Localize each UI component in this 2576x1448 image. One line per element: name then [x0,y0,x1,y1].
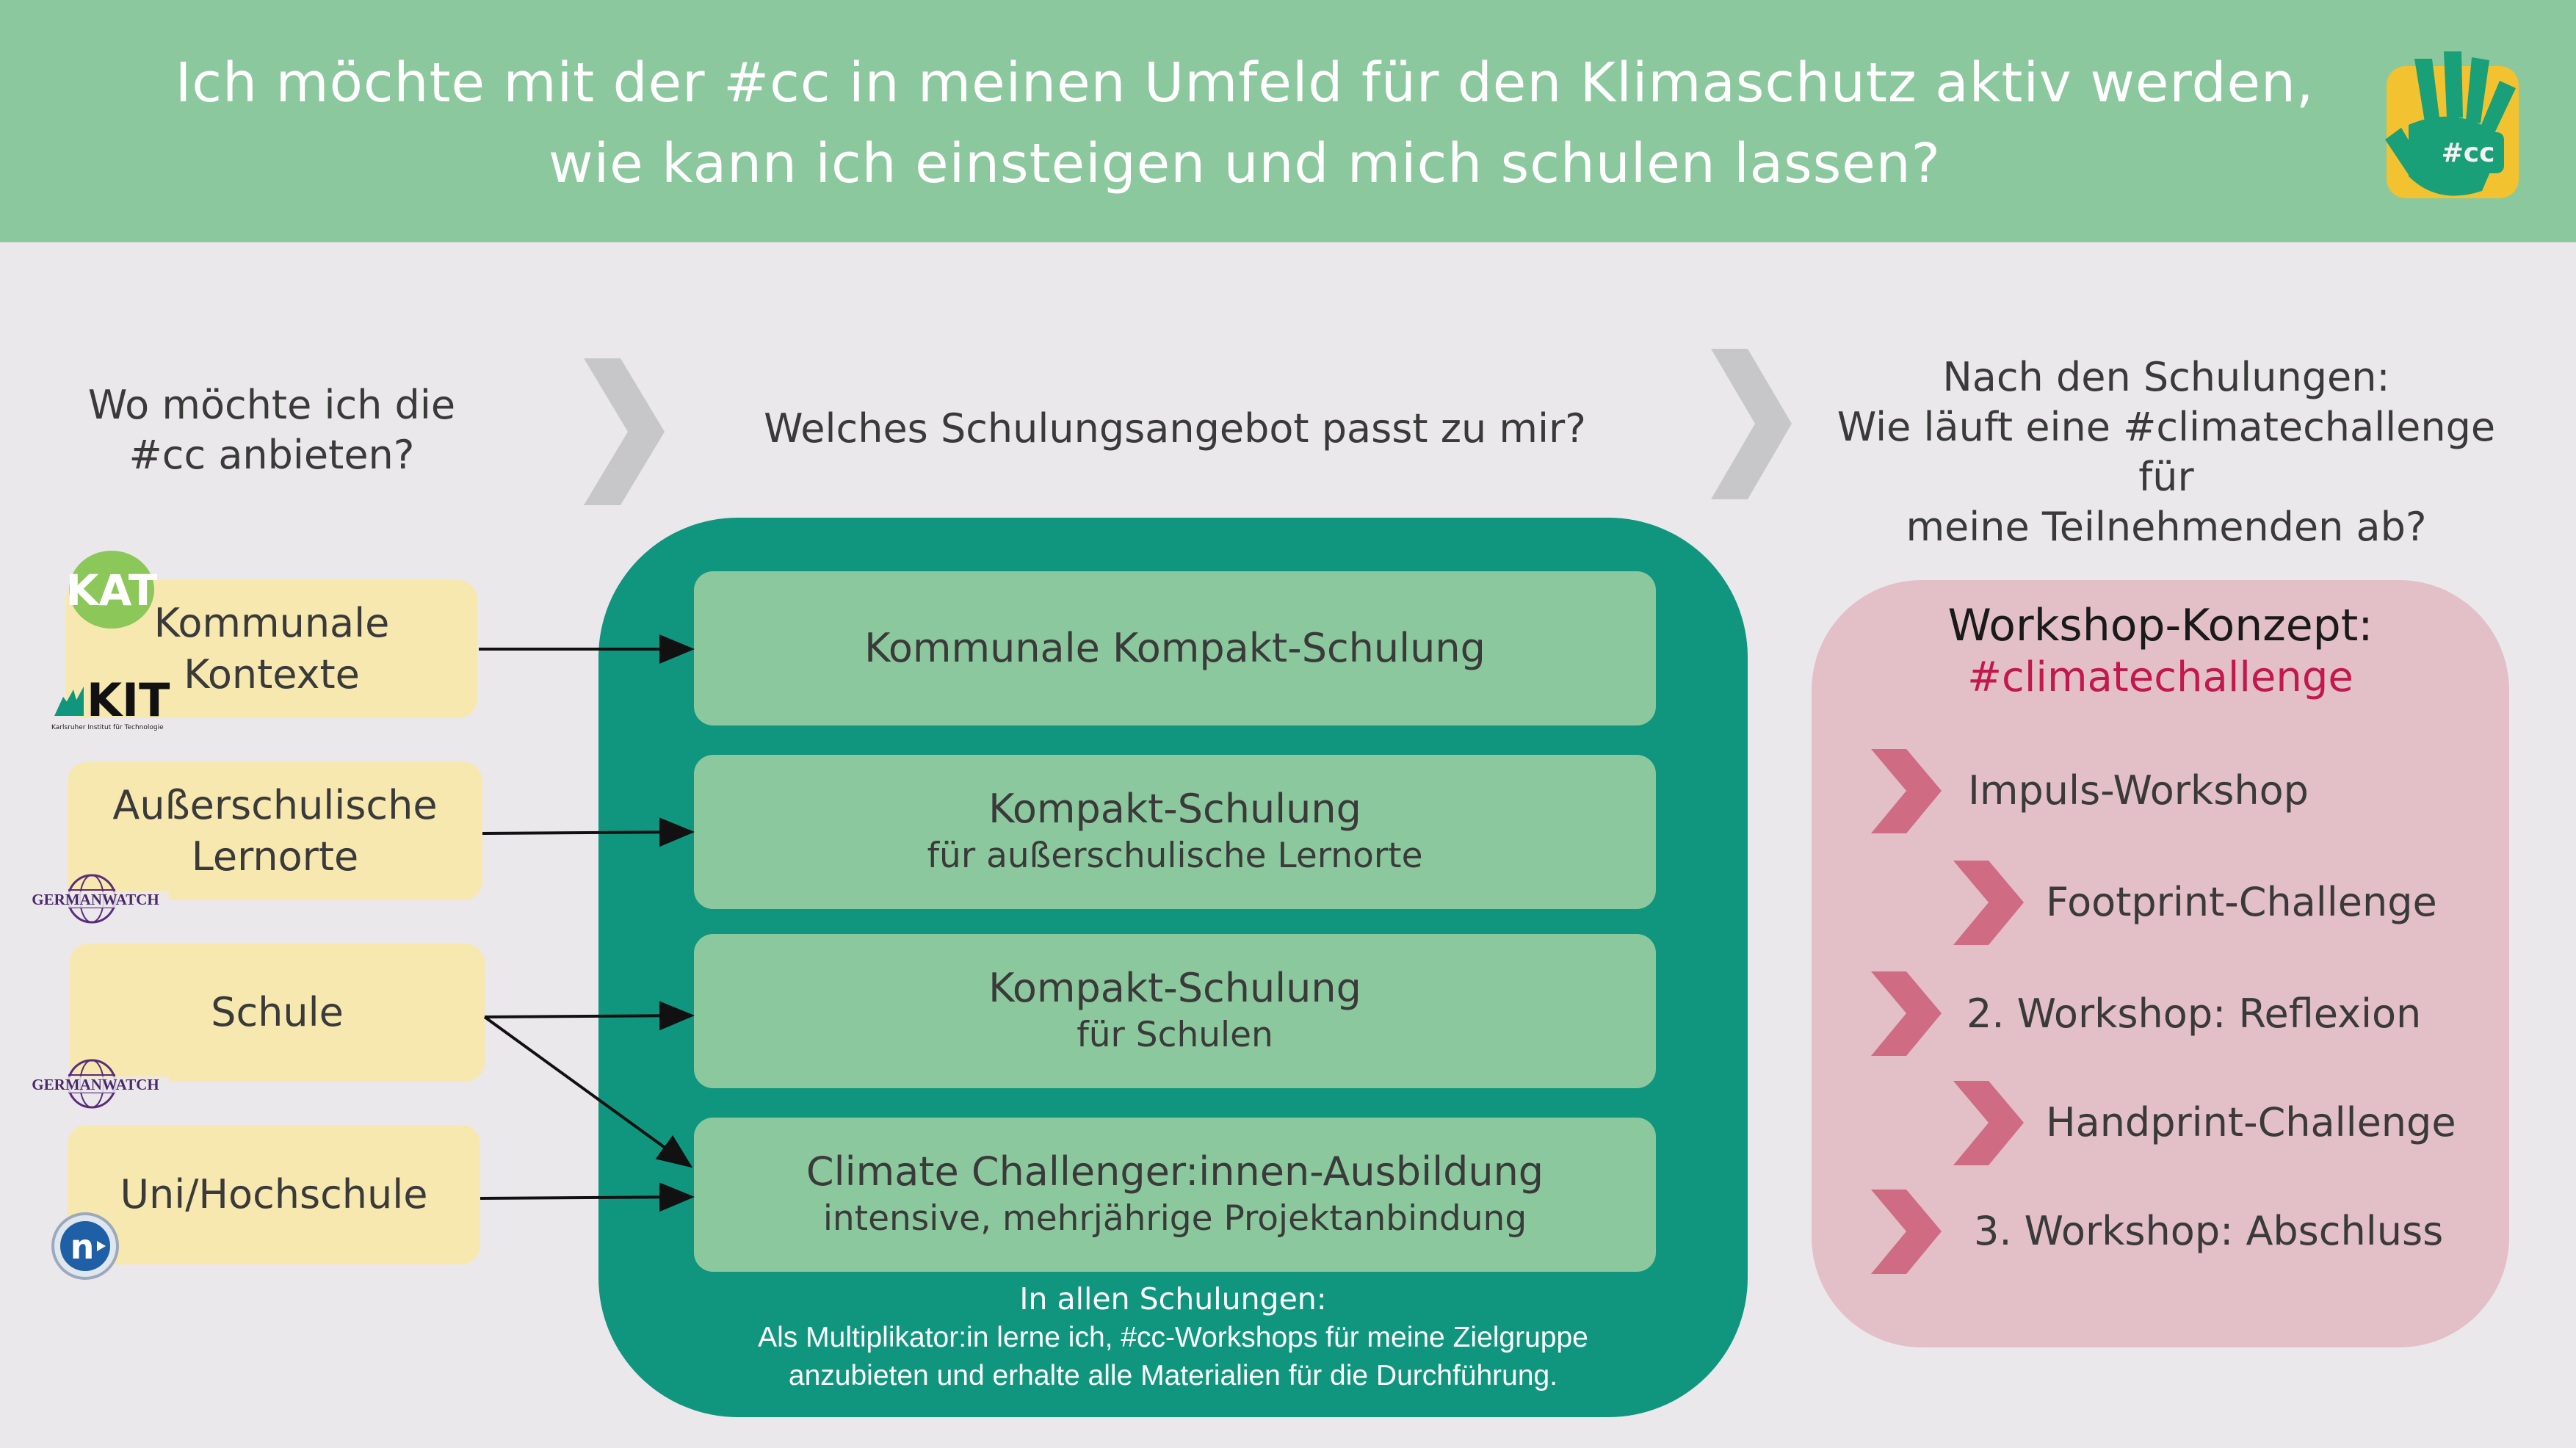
course-ausbildung: Climate Challenger:innen-Ausbildung inte… [694,1118,1656,1272]
context-schule: Schule [70,944,485,1082]
workshop-hashtag: #climatechallenge [1967,654,2354,701]
course-title: Climate Challenger:innen-Ausbildung [806,1148,1544,1195]
kit-logo-subtitle: Karlsruher Institut für Technologie [51,724,164,731]
pink-chevron-icon [1871,1190,1942,1274]
context-ausserschulisch: Außerschulische Lernorte [68,762,482,900]
training-note: In allen Schulungen: Als Multiplikator:i… [598,1279,1748,1395]
right-question-line-2: Wie läuft eine #climatechallenge für [1837,404,2496,500]
cc-logo-text: #cc [2442,138,2495,168]
pink-chevron-icon [1871,971,1942,1056]
course-title: Kompakt-Schulung [988,965,1361,1011]
chevron-right-icon [584,358,665,505]
context-hochschule: Uni/Hochschule [68,1125,480,1264]
course-ausserschulisch: Kompakt-Schulung für außerschulische Ler… [694,755,1656,909]
cc-hand-logo: #cc [2385,51,2519,198]
workshop-step: Handprint-Challenge [2046,1099,2456,1145]
course-subtitle: für Schulen [1077,1015,1273,1055]
note-line-2: anzubieten und erhalte alle Materialien … [788,1360,1558,1391]
kat-logo-text: KAT [68,565,157,615]
workshop-step: Footprint-Challenge [2046,879,2437,925]
context-label: Uni/Hochschule [120,1171,428,1217]
course-title: Kompakt-Schulung [988,786,1361,832]
kat-logo: KAT [68,551,157,629]
course-schule: Kompakt-Schulung für Schulen [694,934,1656,1088]
course-subtitle: intensive, mehrjährige Projektanbindung [822,1198,1527,1239]
header-banner [0,0,2576,242]
kit-logo: KIT Karlsruher Institut für Technologie [51,673,170,731]
pink-chevron-icon [1953,1081,2024,1165]
germanwatch-logo-text: GERMANWATCH [32,891,159,908]
course-kommunal: Kommunale Kompakt-Schulung [694,571,1656,725]
arrow-schule [484,1001,695,1031]
context-label-line-2: Kontexte [184,651,360,698]
university-logo: n [51,1212,119,1280]
pink-chevron-icon [1871,749,1942,833]
workshop-step: 2. Workshop: Reflexion [1967,991,2422,1037]
arrow-schule-ausbildung [483,1016,693,1168]
context-label: Schule [211,989,344,1035]
context-label-line-2: Lernorte [191,833,359,880]
workshop-title: Workshop-Konzept: [1947,600,2373,651]
germanwatch-logo: GERMANWATCH [22,874,169,924]
germanwatch-logo: GERMANWATCH [22,1059,169,1109]
note-line-1: Als Multiplikator:in lerne ich, #cc-Work… [758,1322,1588,1353]
germanwatch-logo-text: GERMANWATCH [32,1076,159,1093]
context-label-line-1: Kommunale [153,600,390,646]
context-label-line-1: Außerschulische [112,782,438,828]
pink-chevron-icon [1953,861,2024,945]
course-subtitle: für außerschulische Lernorte [927,836,1423,876]
right-question: Nach den Schulungen: Wie läuft eine #cli… [1814,352,2519,552]
left-question-line-2: #cc anbieten? [129,432,415,478]
right-question-line-3: meine Teilnehmenden ab? [1906,504,2427,550]
page-title-line-1: Ich möchte mit der #cc in meinen Umfeld … [175,51,2315,115]
page-title-line-2: wie kann ich einsteigen und mich schulen… [549,132,1941,195]
left-question: Wo möchte ich die #cc anbieten? [59,380,485,480]
arrow-hochschule [480,1182,695,1212]
course-title: Kommunale Kompakt-Schulung [864,625,1486,671]
middle-question: Welches Schulungsangebot passt zu mir? [764,405,1586,452]
right-question-line-1: Nach den Schulungen: [1942,354,2390,400]
note-heading: In allen Schulungen: [1019,1281,1327,1317]
left-question-line-1: Wo möchte ich die [87,382,456,428]
university-logo-text: n [70,1227,95,1267]
arrow-ausserschulisch [482,817,695,847]
chevron-right-icon [1711,349,1792,499]
page-title: Ich möchte mit der #cc in meinen Umfeld … [0,43,2489,204]
kit-logo-text: KIT [87,673,170,727]
workshop-step: 3. Workshop: Abschluss [1974,1208,2444,1254]
workshop-step: Impuls-Workshop [1968,767,2309,814]
